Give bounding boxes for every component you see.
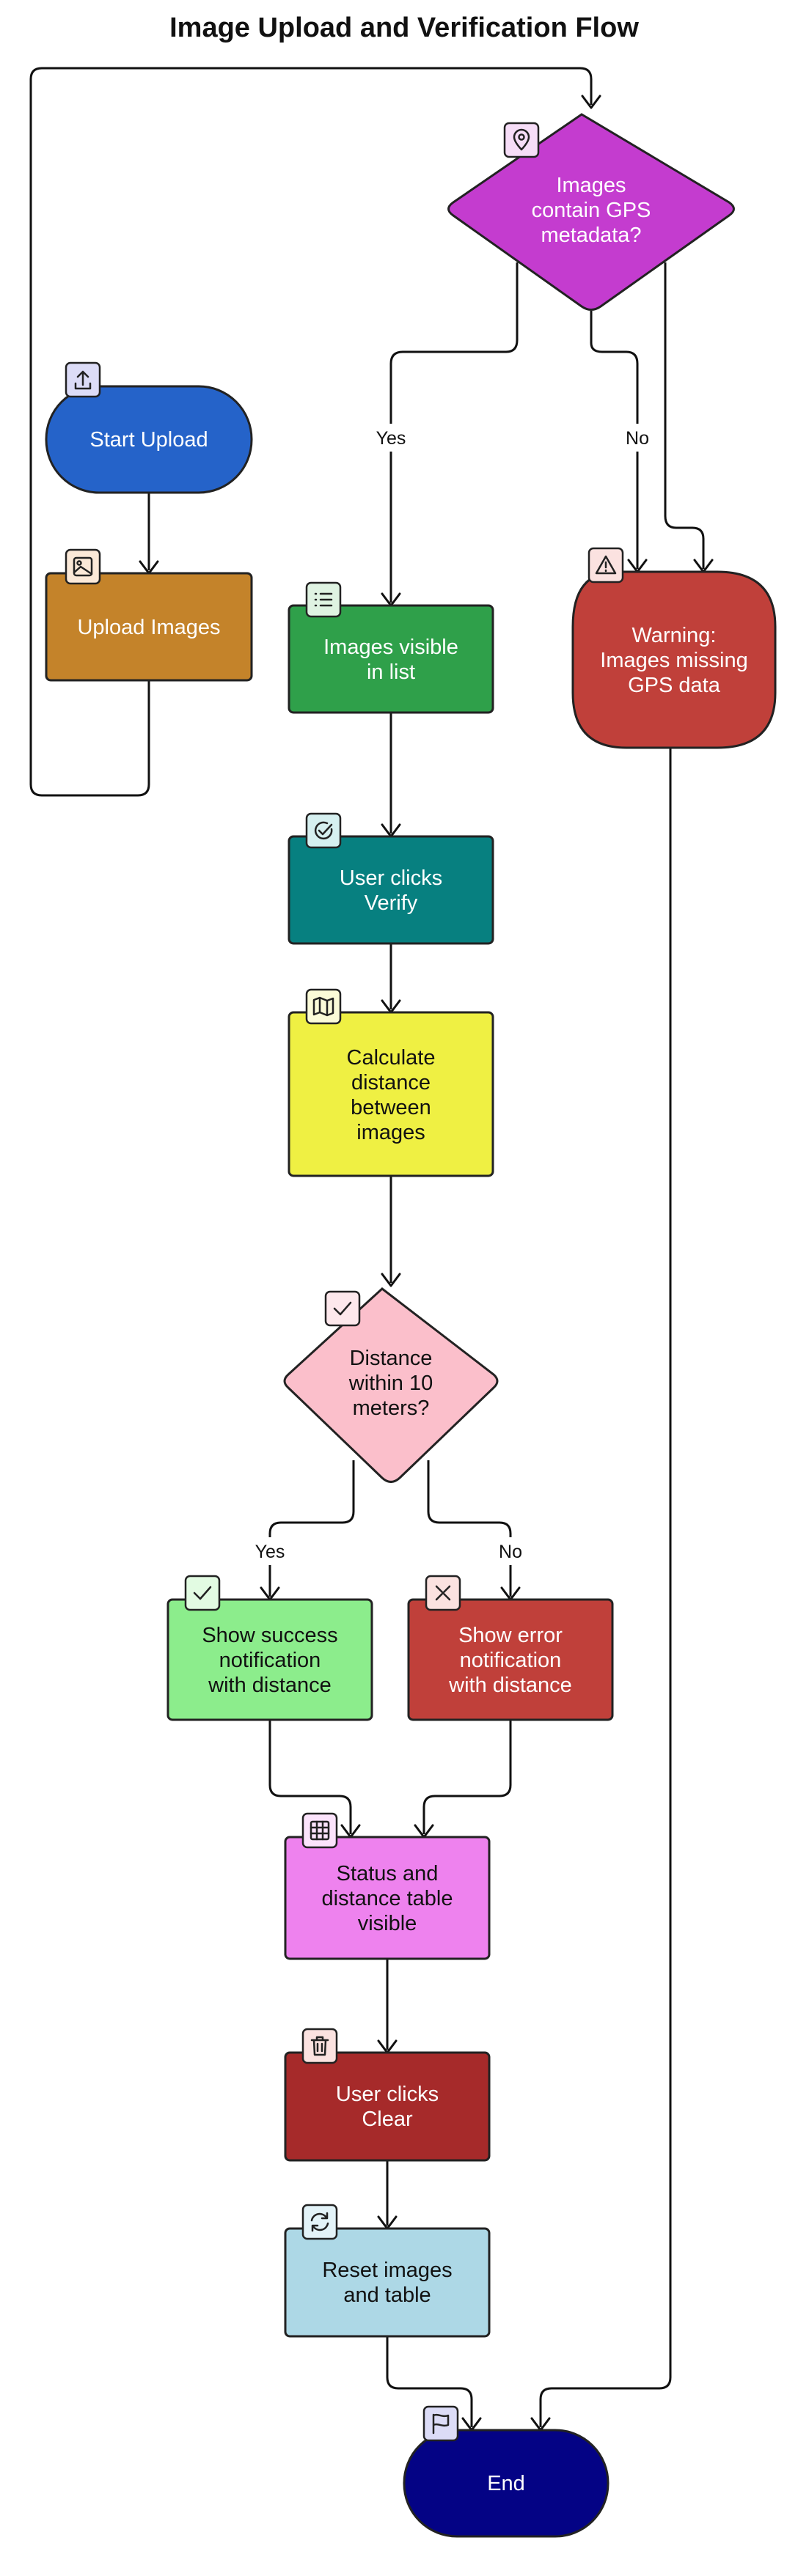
- node-label-line: Status and: [337, 1862, 439, 1885]
- table-icon: [301, 1812, 338, 1849]
- node-label-line: meters?: [353, 1396, 430, 1420]
- node-label-line: User clicks: [336, 2083, 439, 2106]
- edge-label-gps-no: No: [626, 428, 649, 449]
- alert-triangle-icon: [587, 547, 624, 584]
- node-label-line: images: [356, 1121, 425, 1144]
- image-icon: [65, 548, 101, 585]
- edge-distance-yes: [268, 1460, 355, 1597]
- node-label-line: notification: [460, 1649, 562, 1672]
- node-upload-images: Upload Images: [45, 572, 253, 682]
- node-label-line: Reset images: [322, 2259, 452, 2282]
- node-label-line: contain GPS: [532, 199, 651, 222]
- node-label-line: Upload Images: [77, 616, 220, 639]
- node-label-line: and table: [343, 2284, 431, 2307]
- node-label: Start Upload: [89, 428, 208, 452]
- node-label-line: Show success: [202, 1624, 337, 1647]
- node-label-line: visible: [358, 1912, 417, 1935]
- map-pin-icon: [503, 122, 540, 158]
- node-label-line: Warning:: [632, 624, 717, 647]
- node-label-line: in list: [367, 660, 415, 684]
- flag-icon: [422, 2405, 459, 2442]
- node-label-line: metadata?: [541, 224, 641, 247]
- node-label-line: Images visible: [323, 636, 458, 659]
- node-label-line: notification: [219, 1649, 321, 1672]
- node-start-upload: Start Upload: [45, 385, 253, 494]
- edge-gps-yes: [389, 262, 519, 603]
- edge-success-to-table: [268, 1720, 352, 1834]
- node-label-line: User clicks: [340, 866, 442, 890]
- edge-distance-no: [427, 1460, 512, 1597]
- node-label-line: Start Upload: [89, 428, 208, 452]
- x-icon: [425, 1575, 461, 1611]
- node-label-line: between: [351, 1096, 431, 1119]
- edge-gps-no: [590, 311, 639, 569]
- check-icon: [184, 1575, 221, 1611]
- node-label-line: distance table: [322, 1887, 453, 1910]
- check-icon: [324, 1290, 361, 1327]
- node-label-line: Clear: [362, 2108, 413, 2131]
- refresh-icon: [301, 2204, 338, 2240]
- edge-error-to-table: [422, 1720, 512, 1834]
- node-label-line: Images missing: [600, 649, 747, 672]
- edge-upload-to-gps: [29, 67, 593, 797]
- node-label-line: Images: [556, 174, 626, 197]
- node-label-line: Distance: [350, 1347, 433, 1370]
- edge-label-distance-no: No: [499, 1542, 522, 1562]
- edges: [29, 67, 714, 2432]
- edge-reset-to-end: [386, 2336, 473, 2427]
- node-label-line: with distance: [448, 1674, 572, 1697]
- node-label: Upload Images: [77, 616, 220, 639]
- upload-icon: [65, 361, 101, 398]
- edge-label-gps-yes: Yes: [376, 428, 406, 449]
- node-label-line: with distance: [208, 1674, 332, 1697]
- node-label-line: End: [487, 2472, 525, 2495]
- node-label-line: distance: [351, 1071, 431, 1094]
- node-label-line: within 10: [348, 1372, 433, 1395]
- node-end: End: [403, 2429, 610, 2538]
- diagram-title: Image Upload and Verification Flow: [169, 12, 639, 43]
- edge-labels: Yes No Yes No: [246, 424, 659, 1565]
- check-circle-icon: [305, 812, 342, 849]
- trash-icon: [301, 2028, 338, 2064]
- node-label-line: GPS data: [628, 674, 721, 697]
- badges: [65, 122, 624, 2442]
- list-icon: [305, 581, 342, 618]
- node-label-line: Show error: [458, 1624, 563, 1647]
- edge-gps-warning: [664, 262, 705, 569]
- edge-label-distance-yes: Yes: [255, 1542, 285, 1562]
- node-label-line: Verify: [365, 891, 418, 915]
- node-label: End: [487, 2472, 525, 2495]
- edge-warning-to-end: [539, 748, 672, 2427]
- node-label-line: Calculate: [347, 1046, 436, 1070]
- map-icon: [305, 988, 342, 1025]
